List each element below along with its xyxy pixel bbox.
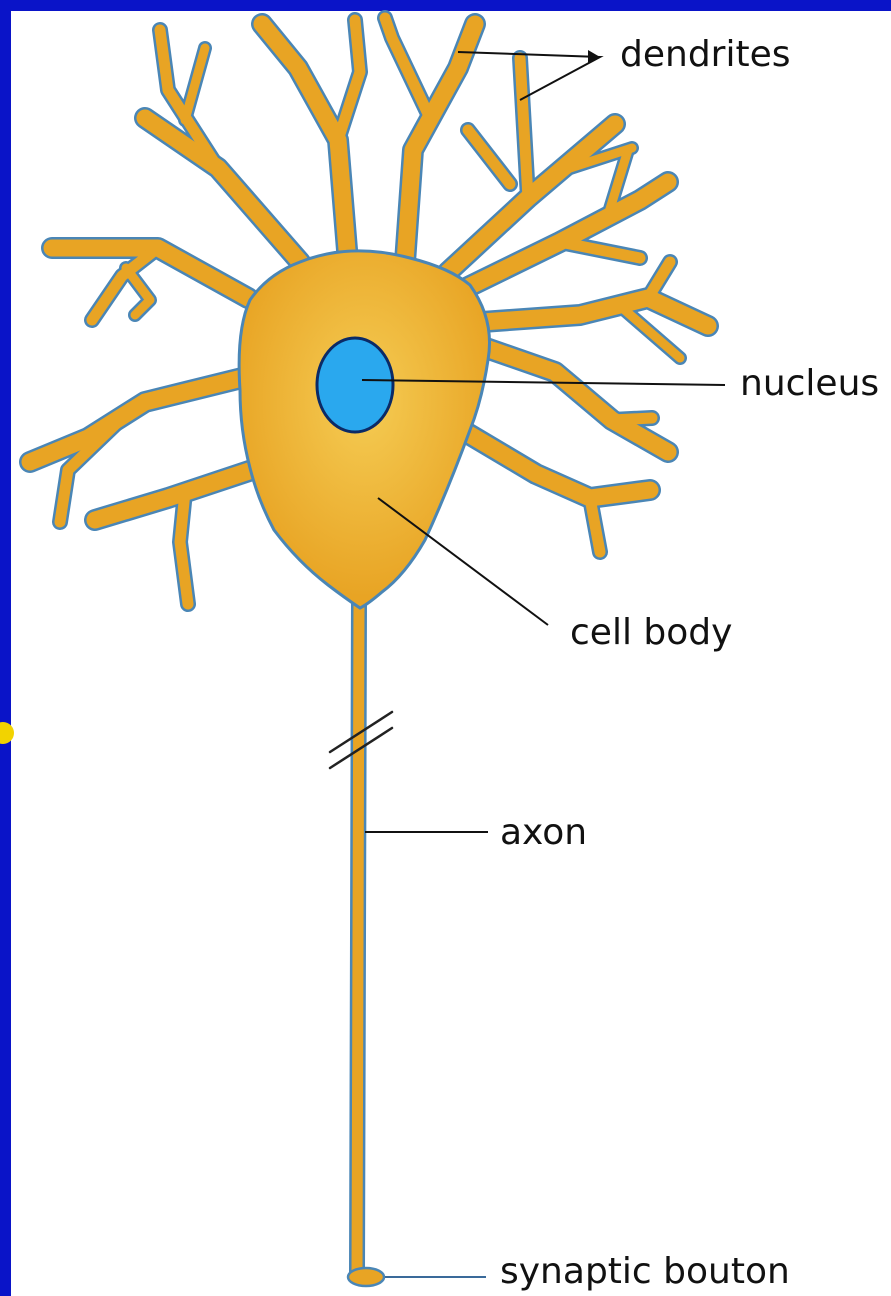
nucleus (317, 338, 393, 432)
arrow-head (588, 50, 600, 64)
label-cell-body: cell body (570, 615, 732, 651)
label-nucleus: nucleus (740, 366, 879, 402)
label-axon: axon (500, 815, 587, 851)
synaptic-bouton (348, 1268, 384, 1286)
label-synaptic-bouton: synaptic bouton (500, 1254, 790, 1290)
axon (357, 600, 359, 1272)
label-dendrites: dendrites (620, 37, 791, 73)
